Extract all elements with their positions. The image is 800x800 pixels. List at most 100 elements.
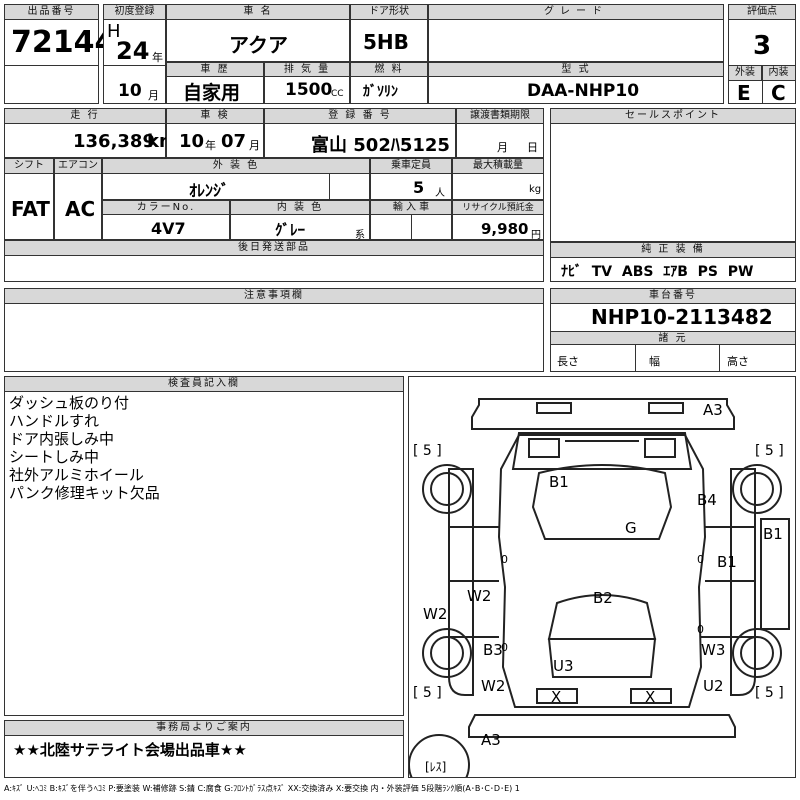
- notes-box: 注意事項欄: [4, 288, 544, 372]
- mark-left-rear: W2: [481, 677, 505, 695]
- equipment-value: ﾅﾋﾞ TV ABS ｴｱB PS PW: [561, 264, 754, 280]
- tire-front-left: [ 5 ]: [413, 443, 442, 459]
- history-label: 車 歴: [167, 63, 263, 77]
- exterior-grade: E: [737, 81, 751, 105]
- office-label: 事務局よりご案内: [5, 721, 403, 736]
- car-diagram: [ 5 ] [ 5 ] [ 5 ] [ 5 ] [ﾚｽ] A3 B1 B4 G …: [409, 398, 790, 777]
- office-box: 事務局よりご案内 ★★北陸サテライト会場出品車★★: [4, 720, 404, 778]
- mark-right-pillar: B1: [717, 553, 737, 571]
- legend-text: A:ｷｽﾞ U:ﾍｺﾐ B:ｷｽﾞを伴うﾍｺﾐ P:要塗装 W:補修跡 S:錆 …: [4, 784, 520, 793]
- grade-box: グレード: [428, 4, 724, 62]
- notes-label: 注意事項欄: [5, 289, 543, 304]
- mark-trunk: U3: [553, 657, 574, 675]
- inspection-label: 車 検: [167, 109, 263, 124]
- ac-box: エアコン AC: [54, 158, 102, 240]
- model-value: DAA-NHP10: [527, 81, 640, 101]
- era: H: [107, 21, 121, 42]
- sales-point-label: セールスポイント: [551, 109, 795, 124]
- zero-mark: 0: [501, 641, 508, 654]
- door-type: 5HB: [363, 30, 409, 54]
- office-text: ★★北陸サテライト会場出品車★★: [13, 741, 247, 759]
- inspection-month-unit: 月: [249, 139, 260, 152]
- exterior-label: 外装: [729, 66, 762, 81]
- mark-rear-bumper: A3: [481, 731, 501, 749]
- mark-windshield: G: [625, 519, 637, 537]
- mileage-box: 走 行 136,389 km: [4, 108, 178, 158]
- mark-left-quarter: B3: [483, 641, 503, 659]
- recycle-box: リサイクル預託金 9,980 円: [452, 200, 544, 241]
- max-load-label: 最大積載量: [453, 159, 543, 174]
- capacity-value: 5: [413, 178, 425, 197]
- chassis-number: NHP10-2113482: [591, 305, 773, 329]
- mark-left-rocker: W2: [423, 605, 447, 623]
- inspector-notes: ダッシュ板のり付 ハンドルすれ ドア内張しみ中 シートしみ中 社外アルミホイール…: [9, 394, 160, 502]
- score-value: 3: [753, 31, 772, 61]
- capacity-unit: 人: [435, 188, 445, 199]
- zero-mark: 0: [501, 553, 508, 566]
- recycle-value: 9,980: [481, 220, 529, 238]
- inspection-year-unit: 年: [205, 139, 216, 152]
- transfer-month-unit: 月: [497, 141, 508, 154]
- tire-rear-left: [ 5 ]: [413, 685, 442, 701]
- displacement-box: 排 気 量 1500 CC: [264, 62, 350, 104]
- reg-year: 24: [116, 37, 150, 65]
- mark-right-quarter: W3: [701, 641, 725, 659]
- zero-mark: 0: [697, 553, 704, 566]
- displacement-value: 1500: [285, 80, 333, 100]
- history-value: 自家用: [183, 82, 241, 104]
- transfer-day-unit: 日: [527, 141, 538, 154]
- sales-point-box: セールスポイント: [550, 108, 796, 242]
- color-no-label: カラーNo.: [103, 201, 229, 215]
- spec-length: 長さ: [557, 355, 579, 368]
- displacement-unit: CC: [331, 89, 344, 99]
- transfer-box: 譲渡書類期限 月 日: [456, 108, 544, 158]
- displacement-label: 排 気 量: [265, 63, 349, 77]
- lot-number-label: 出品番号: [5, 5, 98, 20]
- mark-hood: B1: [549, 473, 569, 491]
- ext-color-value: ｵﾚﾝｼﾞ: [189, 181, 230, 200]
- mark-roof: B2: [593, 589, 613, 607]
- registration-label: 登 録 番 号: [265, 109, 455, 124]
- fuel-value: ｶﾞｿﾘﾝ: [363, 84, 398, 100]
- grade-label: グレード: [429, 5, 723, 20]
- later-parts-box: 後日発送部品: [4, 240, 544, 282]
- score-label: 評価点: [729, 5, 795, 20]
- color-no-value: 4V7: [151, 219, 186, 238]
- int-color-unit: 系: [355, 230, 365, 241]
- shift-box: シフト FAT: [4, 158, 54, 240]
- import-label: 輸 入 車: [371, 201, 451, 215]
- car-name-box: 車 名 アクア: [166, 4, 350, 62]
- capacity-label: 乗車定員: [371, 159, 451, 174]
- int-color-box: 内 装 色 ｸﾞﾚｰ 系: [230, 200, 370, 241]
- int-color-label: 内 装 色: [231, 201, 369, 215]
- mark-left-lamp: X: [551, 688, 561, 706]
- later-parts-label: 後日発送部品: [5, 241, 543, 256]
- spare-tire: [ﾚｽ]: [425, 760, 446, 774]
- registration-box: 登 録 番 号 富山 502ﾊ5125: [264, 108, 456, 158]
- inspector-note: ハンドルすれ: [9, 412, 100, 430]
- fuel-label: 燃 料: [351, 63, 427, 77]
- tire-rear-right: [ 5 ]: [755, 685, 784, 701]
- mileage-label: 走 行: [5, 109, 165, 124]
- spec-height: 高さ: [727, 355, 749, 368]
- mileage-value: 136,389: [73, 131, 155, 152]
- max-load-box: 最大積載量 kg: [452, 158, 544, 200]
- first-registration-label: 初度登録: [104, 5, 165, 20]
- zero-mark: 0: [697, 623, 704, 636]
- ext-color-box: 外 装 色 ｵﾚﾝｼﾞ: [102, 158, 370, 200]
- lot-number-box: 出品番号 72144: [4, 4, 115, 104]
- mark-right-fender: B4: [697, 491, 717, 509]
- door-label: ドア形状: [351, 5, 427, 20]
- reg-month-unit: 月: [148, 89, 159, 102]
- shift-value: FAT: [11, 197, 50, 221]
- transfer-label: 譲渡書類期限: [457, 109, 543, 124]
- inspector-note: ダッシュ板のり付: [9, 394, 130, 412]
- reg-month: 10: [118, 81, 142, 101]
- interior-label: 内装: [762, 66, 795, 81]
- reg-year-unit: 年: [152, 51, 163, 64]
- lot-number: 72144: [11, 25, 116, 60]
- score-box: 評価点 3 外装 内装 E C: [728, 4, 796, 105]
- recycle-unit: 円: [531, 230, 541, 241]
- mark-right-rear: U2: [703, 677, 724, 695]
- mark-front-bumper: A3: [703, 401, 723, 419]
